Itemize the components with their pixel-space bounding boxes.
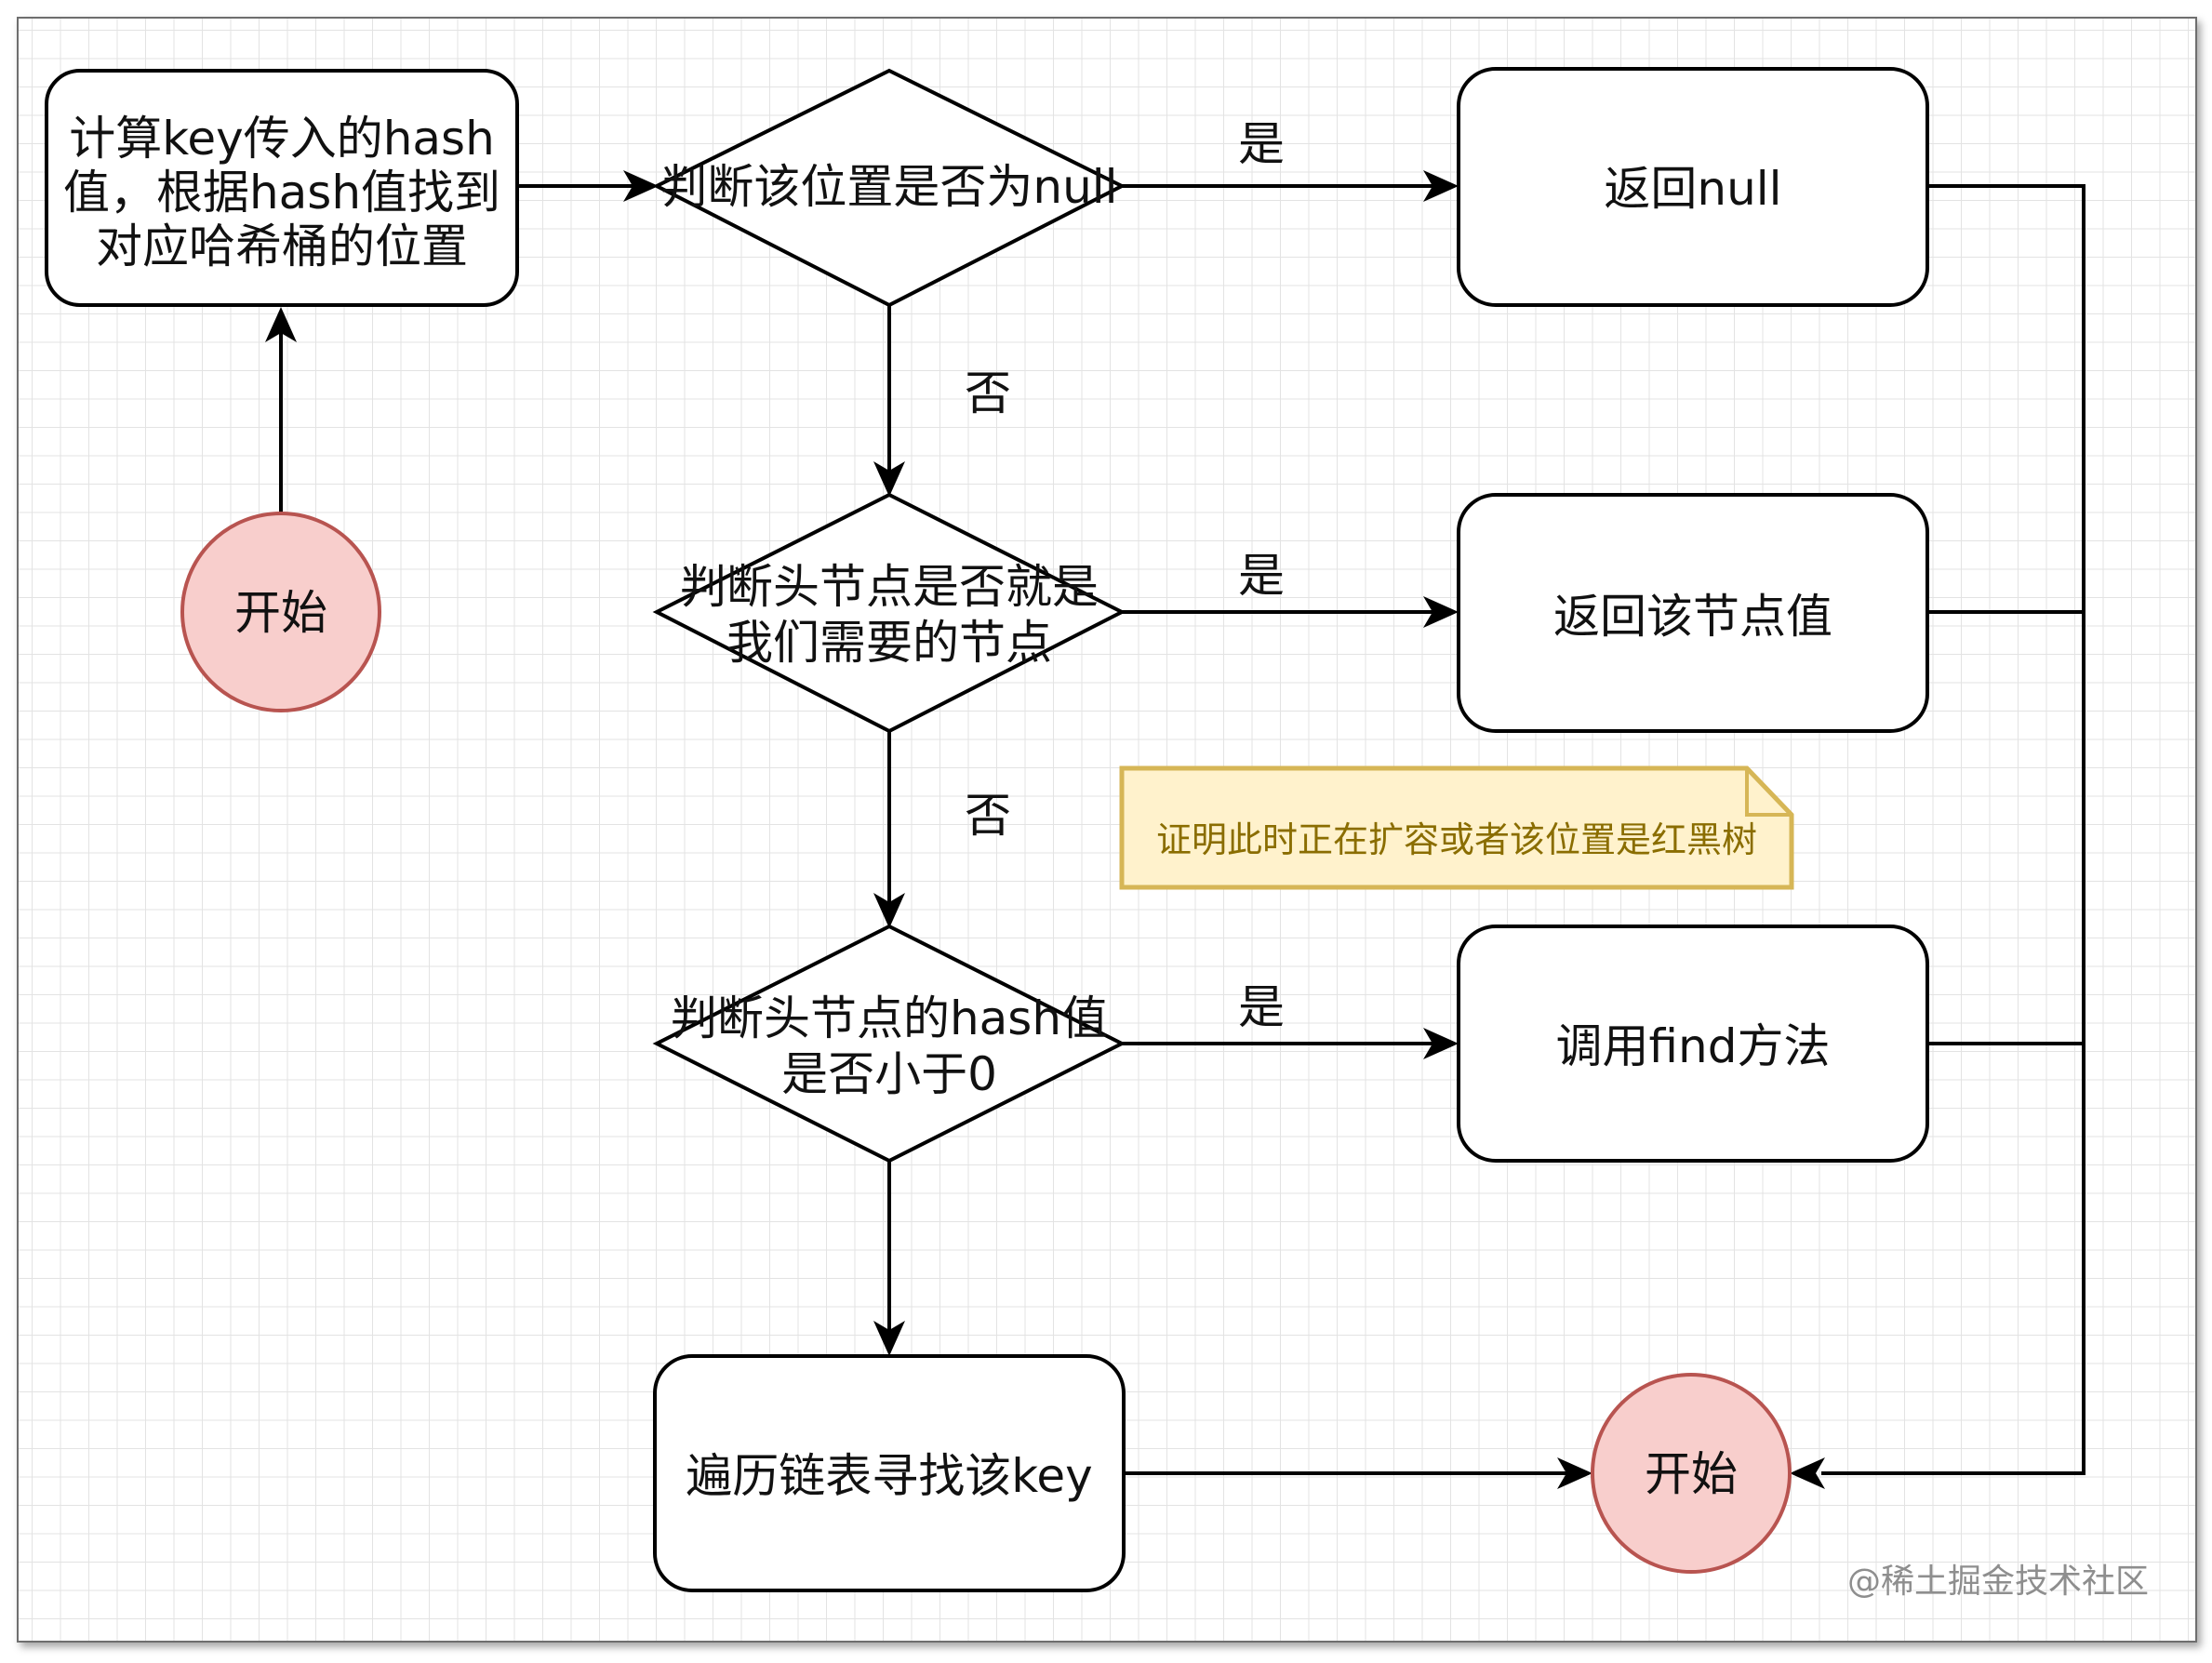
node-call-find: 调用find方法 bbox=[1457, 925, 1929, 1163]
traverse-label: 遍历链表寻找该key bbox=[686, 1449, 1093, 1503]
node-check-hash: 判断头节点的hash值 是否小于0 bbox=[652, 924, 1126, 1164]
edge-label-no-1: 否 bbox=[965, 366, 1011, 420]
check-head-line-2: 我们需要的节点 bbox=[726, 616, 1052, 670]
arrowhead-into-hash-check bbox=[873, 893, 905, 928]
calc-line-1: 计算key传入的hash bbox=[69, 112, 495, 166]
node-start-bottom: 开始 bbox=[1591, 1373, 1792, 1574]
edge-label-no-2: 否 bbox=[965, 789, 1011, 843]
arrowhead-into-head-check bbox=[873, 461, 905, 497]
note-text: 证明此时正在扩容或者该位置是红黑树 bbox=[1156, 819, 1757, 860]
arrowhead-into-return-value bbox=[1423, 596, 1459, 628]
return-null-label: 返回null bbox=[1604, 162, 1781, 216]
watermark-text: @稀土掘金技术社区 bbox=[1847, 1563, 2149, 1601]
node-return-value: 返回该节点值 bbox=[1457, 493, 1929, 733]
connectors bbox=[279, 184, 2085, 1475]
arrowhead-into-end-right bbox=[1790, 1457, 1825, 1489]
start-top-label: 开始 bbox=[234, 586, 327, 640]
edge-label-yes-2: 是 bbox=[1238, 549, 1285, 603]
check-hash-line-1: 判断头节点的hash值 bbox=[671, 991, 1108, 1045]
arrowhead-into-return-null bbox=[1423, 170, 1459, 202]
call-find-label: 调用find方法 bbox=[1556, 1019, 1831, 1073]
calc-line-2: 值，根据hash值找到 bbox=[63, 166, 500, 220]
arrowhead-up-calc bbox=[265, 307, 297, 342]
node-traverse: 遍历链表寻找该key bbox=[653, 1354, 1126, 1592]
check-head-line-1: 判断头节点是否就是 bbox=[680, 560, 1099, 614]
start-bottom-label: 开始 bbox=[1645, 1447, 1738, 1501]
arrowhead-into-call-find bbox=[1423, 1028, 1459, 1059]
edge-label-yes-3: 是 bbox=[1238, 980, 1285, 1034]
node-check-null: 判断该位置是否为null bbox=[652, 68, 1126, 308]
return-value-label: 返回该节点值 bbox=[1553, 590, 1832, 644]
arrowhead-into-null-check bbox=[623, 170, 659, 202]
node-start-top: 开始 bbox=[180, 512, 381, 712]
node-note: 证明此时正在扩容或者该位置是红黑树 bbox=[1119, 765, 1794, 890]
calc-line-3: 对应哈希桶的位置 bbox=[96, 220, 468, 273]
check-hash-line-2: 是否小于0 bbox=[781, 1047, 997, 1101]
edge-label-yes-1: 是 bbox=[1238, 117, 1285, 171]
arrowheads bbox=[265, 170, 1825, 1489]
arrowhead-into-end-left bbox=[1557, 1457, 1592, 1489]
arrowhead-into-traverse bbox=[873, 1321, 905, 1356]
check-null-label: 判断该位置是否为null bbox=[660, 160, 1117, 214]
node-check-head: 判断头节点是否就是 我们需要的节点 bbox=[652, 492, 1126, 734]
node-return-null: 返回null bbox=[1457, 67, 1929, 307]
node-calc-hash: 计算key传入的hash 值，根据hash值找到 对应哈希桶的位置 bbox=[45, 69, 519, 307]
edge-right-bus bbox=[1821, 184, 2085, 1475]
